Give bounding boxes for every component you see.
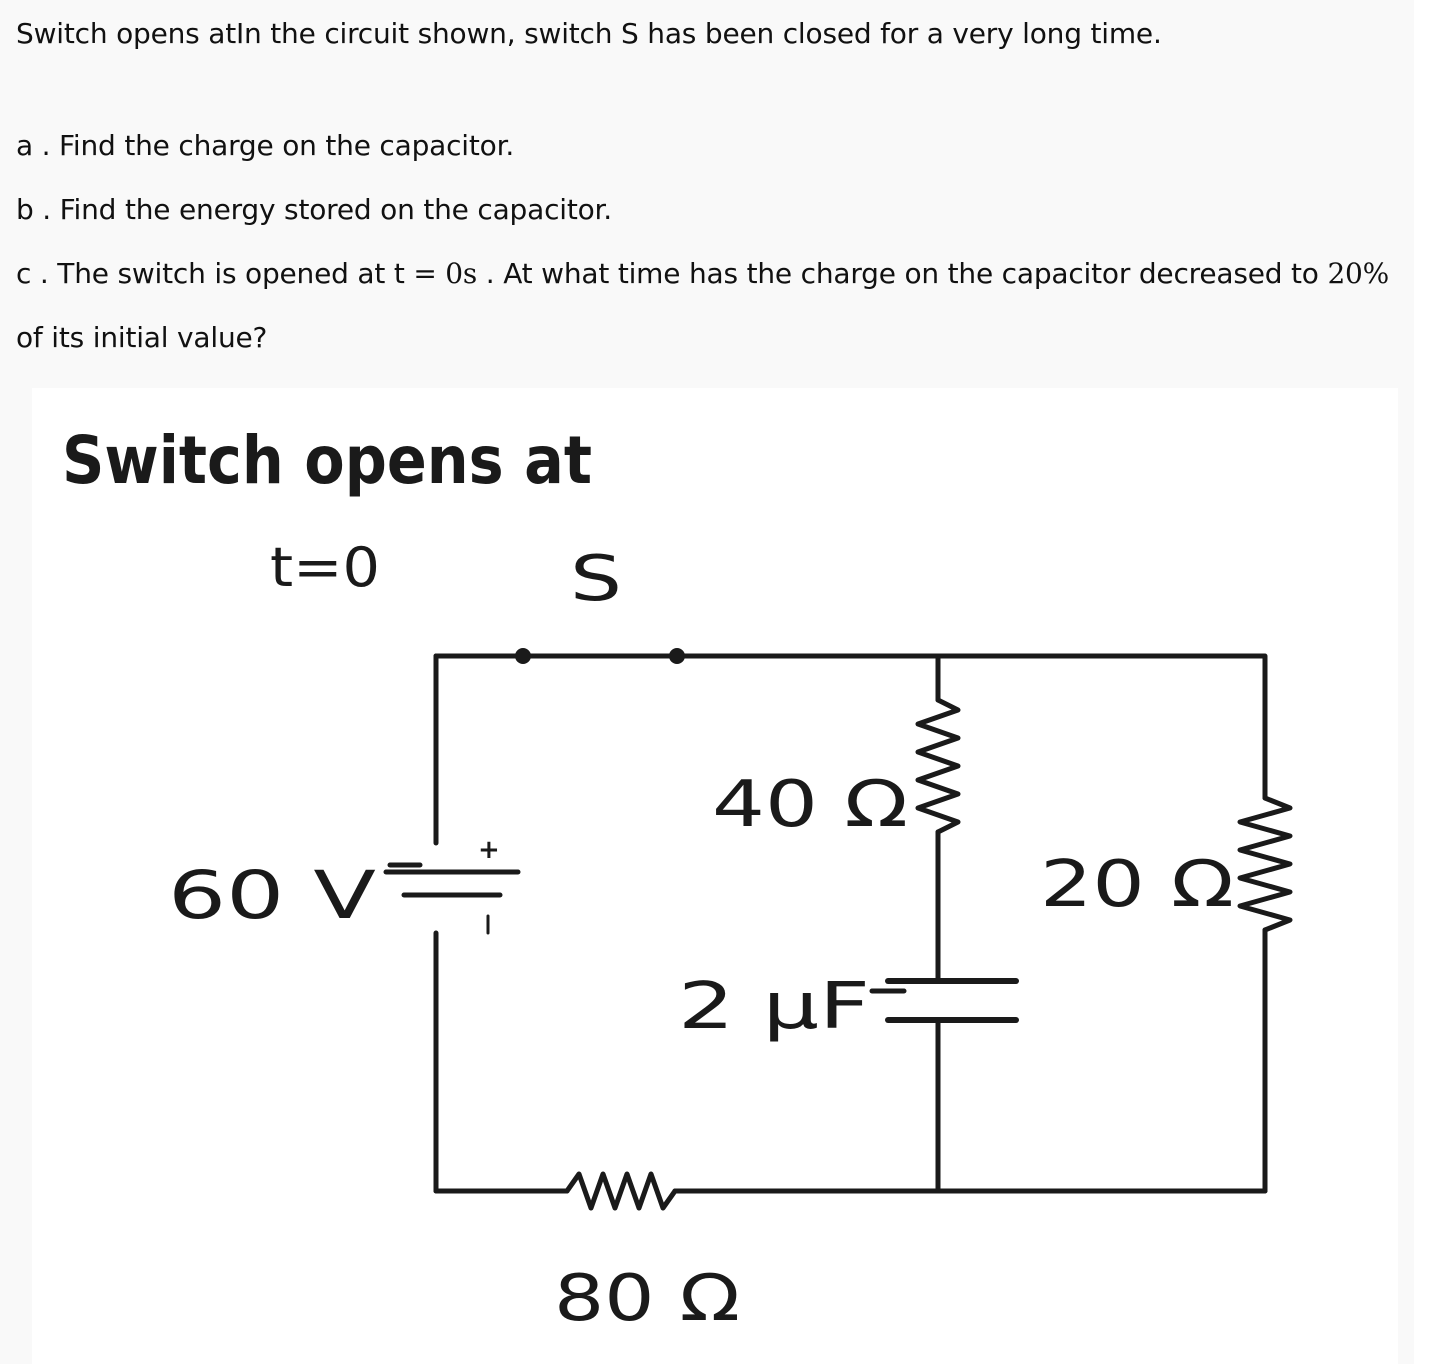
capacitor-label: 2 µF (678, 970, 870, 1044)
question-intro: Switch opens atIn the circuit shown, swi… (16, 17, 1162, 50)
switch-contact-left (515, 648, 531, 664)
problem-page: Switch opens atIn the circuit shown, swi… (16, 17, 1398, 1364)
figure-heading: Switch opens at (62, 422, 592, 499)
question-part-b: b . Find the energy stored on the capaci… (16, 193, 612, 226)
part-c-prefix: c . The switch is opened at t = (16, 257, 446, 290)
circuit-figure: Switch opens at t=0 S 60 V + 40 Ω 20 Ω 2… (32, 388, 1398, 1364)
resistor-20-label: 20 Ω (1040, 848, 1234, 922)
switch-label: S (570, 542, 622, 615)
question-part-c: c . The switch is opened at t = 0s . At … (16, 256, 1389, 292)
battery-label: 60 V (168, 857, 376, 934)
resistor-20-zigzag (1237, 795, 1293, 933)
resistor-40-zigzag (915, 697, 961, 835)
question-part-c-end: of its initial value? (16, 321, 268, 354)
question-part-a: a . Find the charge on the capacitor. (16, 129, 515, 162)
battery-plus: + (478, 835, 500, 865)
resistor-40-label: 40 Ω (712, 768, 908, 842)
part-c-middle: . At what time has the charge on the cap… (477, 257, 1328, 290)
part-c-time: 0s (445, 257, 478, 290)
circuit-diagram: Switch opens at t=0 S 60 V + 40 Ω 20 Ω 2… (62, 422, 1293, 1336)
time-label: t=0 (270, 536, 380, 599)
wire-top (674, 653, 1268, 801)
switch-contact-right (669, 648, 685, 664)
resistor-80-zigzag (564, 1171, 678, 1211)
resistor-80-label: 80 Ω (554, 1262, 740, 1336)
part-c-percent: 20% (1327, 257, 1390, 290)
